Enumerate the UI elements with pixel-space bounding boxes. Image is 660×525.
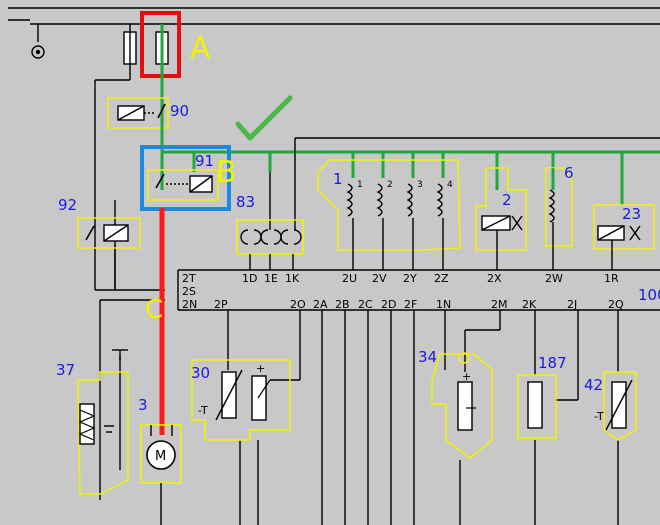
- label-90: 90: [170, 102, 189, 120]
- label-83: 83: [236, 193, 255, 211]
- coil-6: 6: [545, 164, 574, 270]
- pin-label: 1N: [436, 298, 451, 311]
- ecu-connector: [177, 269, 660, 311]
- coil-label-3: 3: [417, 180, 423, 190]
- label-92: 92: [58, 196, 77, 214]
- pin-label: 2U: [342, 272, 357, 285]
- sensor-42: -T 42: [584, 371, 637, 441]
- label-37: 37: [56, 361, 75, 379]
- sensor-187: 187: [517, 354, 567, 439]
- relay-highlight-box: [140, 145, 231, 211]
- label-34: 34: [418, 348, 437, 366]
- pin-label: 2B: [335, 298, 350, 311]
- relay-90: 90: [107, 97, 189, 140]
- pin-label: 2V: [372, 272, 387, 285]
- pin-label: 2W: [545, 272, 563, 285]
- pin-label: 2D: [381, 298, 396, 311]
- label-30: 30: [191, 364, 210, 382]
- supply-rails: [8, 7, 660, 25]
- heater-37: 37: [56, 361, 129, 495]
- temp-symbol-42: -T: [594, 410, 604, 423]
- pin-label: 2T: [182, 272, 196, 285]
- pin-label: 1E: [264, 272, 278, 285]
- motor-icon: [146, 440, 176, 470]
- marker-a: A: [190, 31, 211, 66]
- pin-label: 2A: [313, 298, 328, 311]
- ignition-key-icon: [31, 24, 45, 59]
- label-100: 100: [638, 286, 660, 304]
- pin-label: 2K: [522, 298, 537, 311]
- ecu-pins-left: 2T 2S 2N: [182, 272, 197, 311]
- coil-label-2: 2: [387, 180, 393, 190]
- pin-label: 1D: [242, 272, 257, 285]
- ecu-down-wires: [227, 310, 619, 525]
- pin-label: 2S: [182, 285, 196, 298]
- pin-label: 1K: [285, 272, 300, 285]
- coil-label-4: 4: [447, 180, 453, 190]
- pin-label: 1R: [604, 272, 619, 285]
- temp-symbol-30: -T: [198, 404, 208, 417]
- check-mark-icon: [235, 95, 293, 141]
- motor-3: M 3: [138, 396, 182, 525]
- label-91: 91: [195, 152, 214, 170]
- pin-label: 2N: [182, 298, 197, 311]
- ecu-pins-top: 1D 1E 1K 2U 2V 2Y 2Z 2X 2W 1R: [242, 272, 619, 285]
- pin-label: 2X: [487, 272, 502, 285]
- relay-92: 92: [58, 196, 141, 249]
- pin-label: 2P: [214, 298, 228, 311]
- coil-label-1: 1: [357, 180, 363, 190]
- injector-coils: 1 1 2 3 4: [317, 159, 461, 270]
- pin-label: 2Z: [434, 272, 449, 285]
- sensor-34: + 34: [418, 348, 493, 459]
- label-187: 187: [538, 354, 567, 372]
- plus-symbol-30: +: [256, 362, 265, 375]
- supply-highlight-path: [160, 24, 660, 205]
- pin-label: 2Y: [403, 272, 417, 285]
- relay-91: 91: [147, 152, 219, 201]
- label-42: 42: [584, 376, 603, 394]
- ecu-pins-bottom: 2P 2O 2A 2B 2C 2D 2F 1N 2M 2K 2J 2Q: [214, 298, 624, 311]
- fuse-left: [123, 31, 137, 65]
- valve-2: 2: [475, 167, 527, 270]
- plus-symbol-34: +: [462, 370, 471, 383]
- motor-symbol: M: [155, 449, 166, 464]
- left-feeds: [94, 24, 165, 500]
- valve-23: 23: [593, 204, 655, 270]
- label-1: 1: [333, 170, 343, 188]
- label-6: 6: [564, 164, 574, 182]
- label-3: 3: [138, 396, 148, 414]
- label-23: 23: [622, 205, 641, 223]
- marker-c: C: [145, 295, 163, 325]
- marker-b: B: [216, 155, 237, 190]
- coil-group-83: 83: [236, 193, 304, 270]
- pin-label: 2M: [491, 298, 508, 311]
- pin-label: 2O: [290, 298, 306, 311]
- sensor-30: -T + 30: [191, 359, 291, 441]
- label-2: 2: [502, 191, 512, 209]
- pin-label: 2J: [567, 298, 577, 311]
- pin-label: 2Q: [608, 298, 624, 311]
- pin-label: 2C: [358, 298, 373, 311]
- pin-label: 2F: [404, 298, 417, 311]
